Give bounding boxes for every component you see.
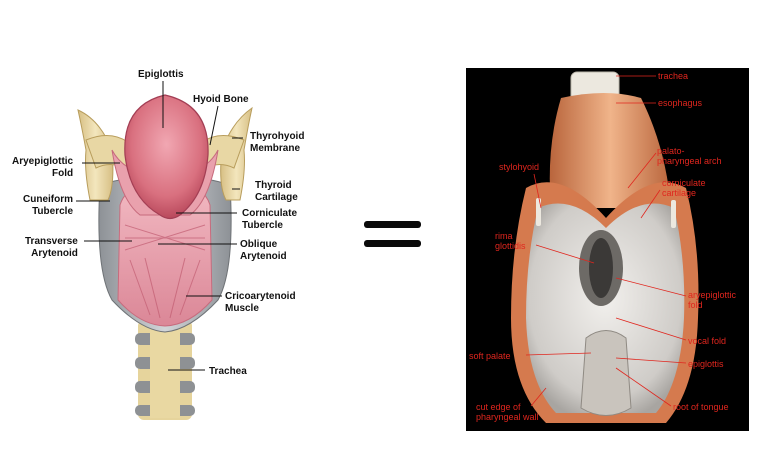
label-cuneiform-tubercle: Cuneiform Tubercle xyxy=(23,194,73,217)
label-esophagus: esophagus xyxy=(658,98,703,108)
muscle-fibers xyxy=(124,224,206,319)
label-vocal-fold: vocal fold xyxy=(688,336,727,346)
pharynx-dissection-illustration xyxy=(511,71,699,423)
label-rima-glottidis: rima glottidis xyxy=(495,231,526,251)
label-trachea-right: trachea xyxy=(658,71,689,81)
equals-sign xyxy=(364,218,424,252)
label-thyroid-cartilage: Thyroid Cartilage xyxy=(255,180,298,203)
label-soft-palate: soft palate xyxy=(469,351,511,361)
equals-bar-bottom xyxy=(364,240,421,247)
pharynx-dissection-panel: trachea esophagus stylohyoid palato- pha… xyxy=(466,68,749,431)
equals-bar-top xyxy=(364,221,421,228)
label-thyrohyoid-membrane: Thyrohyoid Membrane xyxy=(250,131,305,154)
label-corniculate-cartilage: corniculate cartilage xyxy=(662,178,706,198)
label-corniculate-tubercle: Corniculate Tubercle xyxy=(242,208,298,231)
label-root-of-tongue: root of tongue xyxy=(673,402,729,412)
trachea-rings xyxy=(135,320,195,420)
label-stylohyoid: stylohyoid xyxy=(499,162,540,172)
label-hyoid-bone: Hyoid Bone xyxy=(193,94,249,105)
label-epiglottis: Epiglottis xyxy=(138,69,184,80)
label-epiglottis-right: epiglottis xyxy=(688,359,724,369)
label-palatopharyngeal-arch: palato- pharyngeal arch xyxy=(657,146,722,166)
label-oblique-arytenoid: Oblique Arytenoid xyxy=(240,239,287,262)
label-aryepiglottic-fold: Aryepiglottic Fold xyxy=(12,156,74,179)
left-leader-lines xyxy=(76,81,243,371)
epiglottis-shape xyxy=(124,94,209,220)
label-aryepiglottic-fold-right: aryepiglottic fold xyxy=(688,290,737,310)
label-trachea: Trachea xyxy=(209,366,247,377)
label-transverse-arytenoid: Transverse Arytenoid xyxy=(25,236,78,259)
label-cricoarytenoid-muscle: Cricoarytenoid Muscle xyxy=(225,291,296,314)
label-cut-edge-pharyngeal-wall: cut edge of pharyngeal wall xyxy=(476,402,539,422)
